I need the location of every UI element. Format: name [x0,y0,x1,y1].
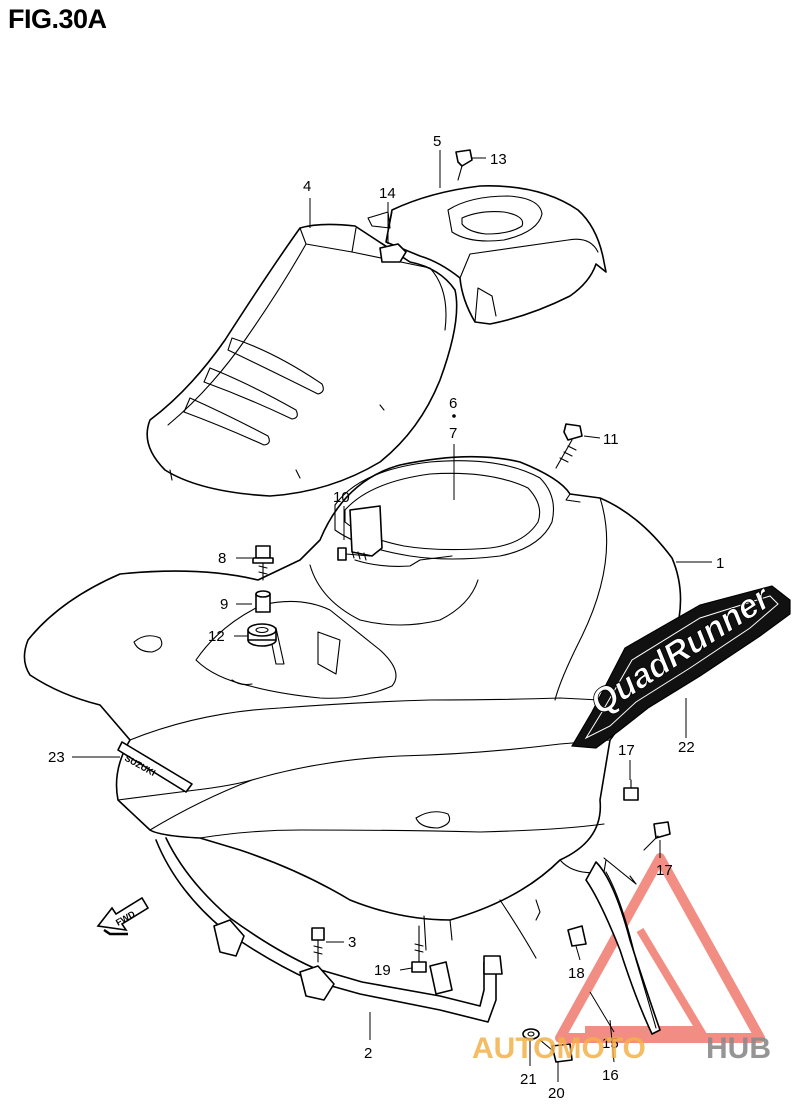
callout-21: 21 [520,1071,537,1088]
collar-part-9 [255,590,271,613]
callout-8: 8 [218,550,226,567]
callout-20: 20 [548,1085,565,1102]
callout-17-upper: 17 [618,742,635,759]
forward-direction-arrow: FWD [96,896,150,936]
callout-23: 23 [48,749,65,766]
watermark-text-part2: HUB [706,1032,771,1065]
bracket-part-10 [337,505,383,561]
figure-title: FIG.30A [8,4,107,34]
callout-6: 6 [449,395,457,412]
front-cover-part-5 [367,185,607,325]
callout-15: 15 [602,1035,619,1052]
bolt-part-17-lower [643,821,671,851]
callout-labels: 1 2 3 4 5 6 7 8 9 10 11 12 13 14 15 16 1… [48,133,724,1102]
clip-part-18 [567,925,587,947]
callout-14: 14 [379,185,396,202]
fastener-part-13 [455,149,486,181]
callout-5: 5 [433,133,441,150]
bolt-part-19 [411,925,427,973]
callout-11: 11 [603,431,619,448]
watermark-text: AUTOMOTO HUB [472,1032,771,1065]
bolt-part-11 [555,423,583,469]
callout-9: 9 [220,596,228,613]
callout-22: 22 [678,739,695,756]
bolt-part-8 [252,545,274,581]
callout-16: 16 [602,1067,619,1084]
bolt-part-20 [539,1039,573,1063]
clip-part-14 [379,202,407,263]
callout-7: 7 [449,425,457,442]
leader-lines [72,150,712,1082]
callout-17-lower: 17 [656,862,673,879]
callout-13: 13 [490,151,507,168]
washer-part-21 [522,1028,540,1040]
callout-12: 12 [208,628,225,645]
callout-18: 18 [568,965,585,982]
callout-19: 19 [374,962,391,979]
bolt-part-17-upper [623,779,639,801]
grommet-part-12 [247,623,277,647]
callout-1: 1 [716,555,724,572]
callout-4: 4 [303,178,311,195]
seat-part-4 [146,223,458,497]
callout-3: 3 [348,934,356,951]
watermark-logo [555,853,765,1043]
bolt-part-3 [311,927,325,963]
callout-10: 10 [333,489,350,506]
front-guard-part-2 [155,837,503,1023]
callout-2: 2 [364,1045,372,1062]
mudflap-part-15 [585,861,661,1035]
watermark-text-part1: AUTOMOTO [472,1032,646,1065]
